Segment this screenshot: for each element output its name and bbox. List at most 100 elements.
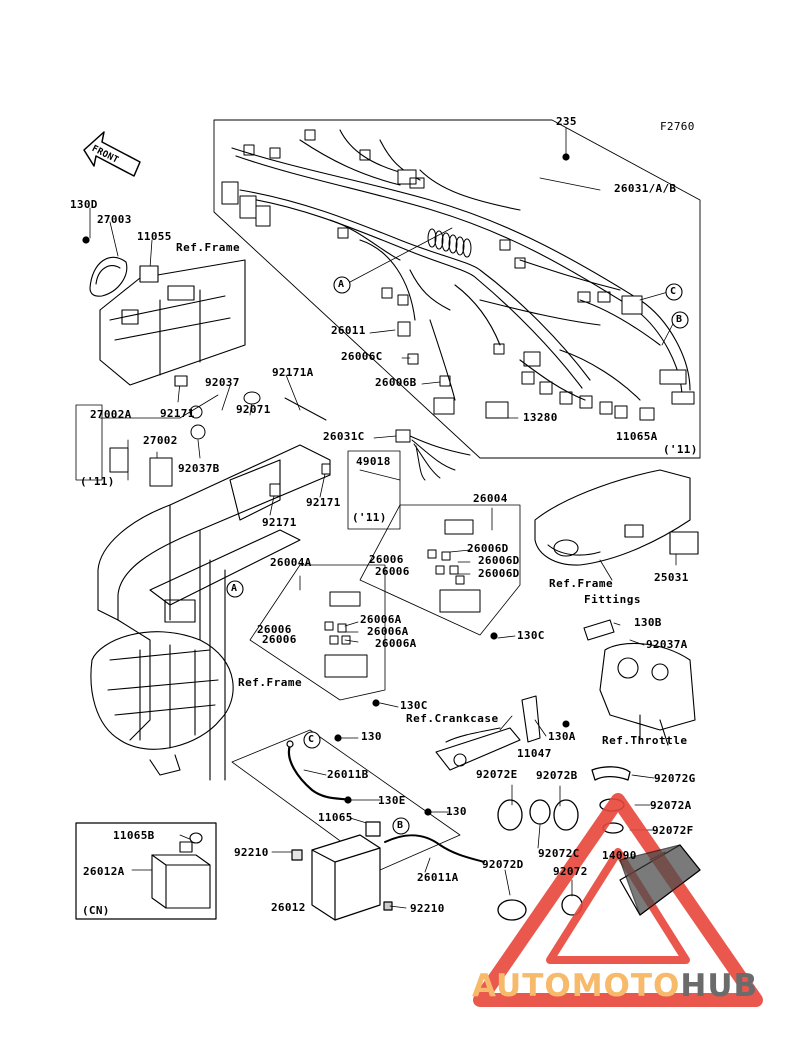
- label-26011a: 26011A: [417, 871, 459, 884]
- front-arrow-icon: [83, 131, 141, 177]
- label-130-1: 130: [361, 730, 382, 743]
- label-26006c: 26006C: [341, 350, 383, 363]
- label-26004a: 26004A: [270, 556, 312, 569]
- label-27003: 27003: [97, 213, 132, 226]
- label-92037a: 92037A: [646, 638, 688, 651]
- label-92072c: 92072C: [538, 847, 580, 860]
- label-11-relay: ('11): [80, 475, 115, 488]
- callout-circle-a-top: [333, 276, 351, 294]
- label-92072e: 92072E: [476, 768, 518, 781]
- label-26006a-1: 26006A: [360, 613, 402, 626]
- label-130b: 130B: [634, 616, 662, 629]
- label-130-2: 130: [446, 805, 467, 818]
- callout-circle-b-top: [671, 311, 689, 329]
- label-130d: 130D: [70, 198, 98, 211]
- watermark-triangle-icon: [473, 793, 763, 1007]
- label-26011: 26011: [331, 324, 366, 337]
- label-11055: 11055: [137, 230, 172, 243]
- ref-throttle: Ref.Throttle: [602, 734, 688, 747]
- label-26006d-1: 26006D: [467, 542, 509, 555]
- throttle-body: [583, 619, 696, 746]
- label-26012a: 26012A: [83, 865, 125, 878]
- cn-battery-box: [75, 822, 217, 920]
- label-92072b: 92072B: [536, 769, 578, 782]
- horn-frame-assembly: [89, 256, 246, 387]
- label-26006-1: 26006: [369, 553, 404, 566]
- wire-harness-main: [231, 129, 691, 401]
- fuse-box-26004: [427, 519, 481, 613]
- 26004-box: [359, 504, 521, 636]
- label-11065a: 11065A: [616, 430, 658, 443]
- callout-circle-b-bottom: [392, 817, 410, 835]
- callout-a-top: A: [338, 279, 345, 290]
- battery-26012: [291, 821, 393, 921]
- harness-connectors: [221, 129, 695, 497]
- label-26004: 26004: [473, 492, 508, 505]
- label-27002: 27002: [143, 434, 178, 447]
- relays: [109, 391, 327, 487]
- label-130e: 130E: [378, 794, 406, 807]
- frame-fittings: [534, 469, 699, 566]
- label-26006d-3: 26006D: [478, 567, 520, 580]
- label-26006-3: 26006: [257, 623, 292, 636]
- label-11047: 11047: [517, 747, 552, 760]
- label-11-49018: ('11): [352, 511, 387, 524]
- label-92210-1: 92210: [234, 846, 269, 859]
- label-130c-2: 130C: [400, 699, 428, 712]
- cable-26011b: [287, 743, 352, 802]
- crankcase: [435, 695, 570, 771]
- ref-frame-mid: Ref.Frame: [238, 676, 303, 689]
- callout-b-bottom: B: [397, 820, 404, 831]
- label-26031ab: 26031/A/B: [614, 182, 677, 195]
- callout-c-top: C: [670, 286, 677, 297]
- label-92072g: 92072G: [654, 772, 696, 785]
- label-cn: (CN): [82, 904, 110, 917]
- callout-circle-a-frame: [226, 580, 244, 598]
- label-26006d-2: 26006D: [478, 554, 520, 567]
- callout-c-bottom: C: [308, 734, 315, 745]
- watermark-part2: HUB: [680, 968, 759, 1004]
- diagram-code: F2760: [660, 120, 695, 133]
- label-92037: 92037: [205, 376, 240, 389]
- label-26031c: 26031C: [323, 430, 365, 443]
- label-26011b: 26011B: [327, 768, 369, 781]
- watermark-logo: AUTOMOTOHUB: [472, 968, 758, 1004]
- battery-26012a: [151, 832, 211, 909]
- callout-circle-c-bottom: [303, 731, 321, 749]
- label-92171-1: 92171: [160, 407, 195, 420]
- harness-coil: [427, 228, 472, 258]
- harness-box: [213, 119, 701, 459]
- fuse-box-26004a: [324, 591, 368, 678]
- ref-frame-fittings-1: Ref.Frame: [549, 577, 614, 590]
- label-92071: 92071: [236, 403, 271, 416]
- label-130a: 130A: [548, 730, 576, 743]
- label-92171-3: 92171: [262, 516, 297, 529]
- label-92072d: 92072D: [482, 858, 524, 871]
- callout-a-frame: A: [231, 583, 238, 594]
- callout-circle-c-top: [665, 283, 683, 301]
- 26004a-box: [249, 564, 386, 701]
- label-92072: 92072: [553, 865, 588, 878]
- label-92037b: 92037B: [178, 462, 220, 475]
- ref-crankcase: Ref.Crankcase: [406, 712, 499, 725]
- label-26006-2: 26006: [375, 565, 410, 578]
- label-11065: 11065: [318, 811, 353, 824]
- label-11-harness: ('11): [663, 443, 698, 456]
- label-26006a-2: 26006A: [367, 625, 409, 638]
- label-92210-2: 92210: [410, 902, 445, 915]
- label-92072a: 92072A: [650, 799, 692, 812]
- label-49018: 49018: [356, 455, 391, 468]
- callout-b-top: B: [676, 314, 683, 325]
- label-26012: 26012: [271, 901, 306, 914]
- label-92171-2: 92171: [306, 496, 341, 509]
- label-130c-1: 130C: [517, 629, 545, 642]
- label-11065b: 11065B: [113, 829, 155, 842]
- watermark-part1: AUTOMOTO: [472, 968, 681, 1004]
- label-13280: 13280: [523, 411, 558, 424]
- label-26006b: 26006B: [375, 376, 417, 389]
- label-92171a: 92171A: [272, 366, 314, 379]
- label-14090: 14090: [602, 849, 637, 862]
